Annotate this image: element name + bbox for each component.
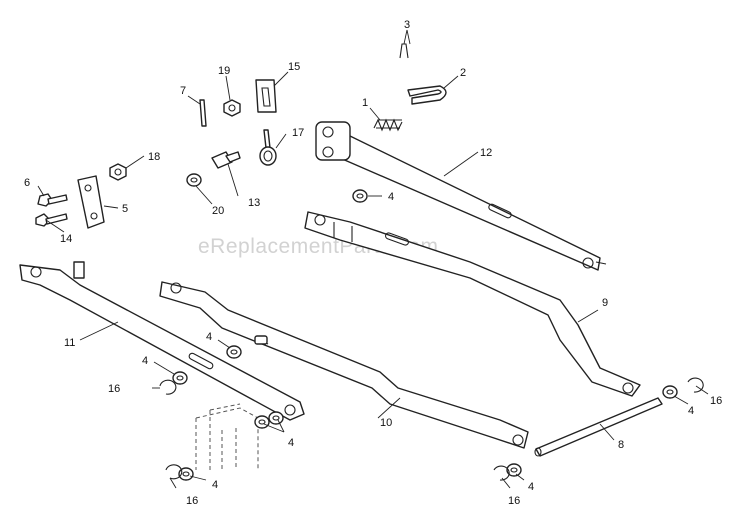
callout-16b: 16: [186, 495, 198, 507]
callout-6: 6: [24, 177, 30, 189]
snap-ring-16d: [687, 377, 704, 393]
callout-4d: 4: [288, 437, 294, 449]
callout-8: 8: [618, 439, 624, 451]
callout-1: 1: [362, 97, 368, 109]
callout-11: 11: [64, 337, 75, 349]
washer-4f: [178, 467, 194, 481]
bolt-14: [35, 213, 68, 227]
stud-13: [211, 151, 241, 169]
washer-4c: [172, 371, 188, 385]
callout-4g: 4: [688, 405, 694, 417]
lift-link-10: [159, 281, 529, 449]
callout-2: 2: [460, 67, 466, 79]
washer-4b: [226, 345, 242, 359]
callout-4e: 4: [212, 479, 218, 491]
callout-12: 12: [480, 147, 492, 159]
callout-4f: 4: [528, 481, 534, 493]
callout-20: 20: [212, 205, 224, 217]
callout-16c: 16: [508, 495, 520, 507]
hair-pin-3: [399, 43, 409, 59]
callout-numbers: 1 2 3 4 4 4 4 4 4 4 5 6 7 8 9 10 11 12 1…: [24, 19, 722, 507]
lift-bar-12: [315, 121, 607, 271]
eyebolt-17: [259, 129, 277, 166]
washer-4g: [506, 463, 522, 477]
spring-1: [373, 118, 403, 132]
washer-4a: [352, 189, 368, 203]
bracket-15: [255, 79, 277, 113]
callout-4c: 4: [142, 355, 148, 367]
callout-16d: 16: [710, 395, 722, 407]
leader-lines: [37, 29, 709, 489]
callout-16a: 16: [108, 383, 120, 395]
link-plate-5: [77, 175, 105, 229]
hidden-bracket-outline: [195, 403, 259, 470]
snap-ring-16a: [159, 379, 177, 395]
snap-ring-16b: [165, 464, 183, 480]
washer-4d: [254, 415, 270, 429]
callout-3: 3: [404, 19, 410, 31]
cotter-pin-7: [199, 99, 207, 127]
callout-14: 14: [60, 233, 72, 245]
washer-20: [186, 173, 202, 187]
washer-4e: [268, 411, 284, 425]
callout-17: 17: [292, 127, 304, 139]
nut-18: [109, 163, 127, 181]
callout-10: 10: [380, 417, 392, 429]
callout-19: 19: [218, 65, 230, 77]
washer-4h: [662, 385, 678, 399]
callout-4b: 4: [206, 331, 212, 343]
u-pin-2: [407, 85, 447, 105]
lift-bar-11: [19, 261, 305, 421]
callout-13: 13: [248, 197, 260, 209]
nut-19: [223, 99, 241, 117]
callout-5: 5: [122, 203, 128, 215]
callout-9: 9: [602, 297, 608, 309]
rod-8: [534, 397, 663, 457]
snap-ring-16c: [493, 465, 510, 481]
callout-4a: 4: [388, 191, 394, 203]
lift-link-9: [304, 211, 641, 397]
callout-15: 15: [288, 61, 300, 73]
bolt-6: [37, 193, 68, 207]
callout-18: 18: [148, 151, 160, 163]
callout-7: 7: [180, 85, 186, 97]
